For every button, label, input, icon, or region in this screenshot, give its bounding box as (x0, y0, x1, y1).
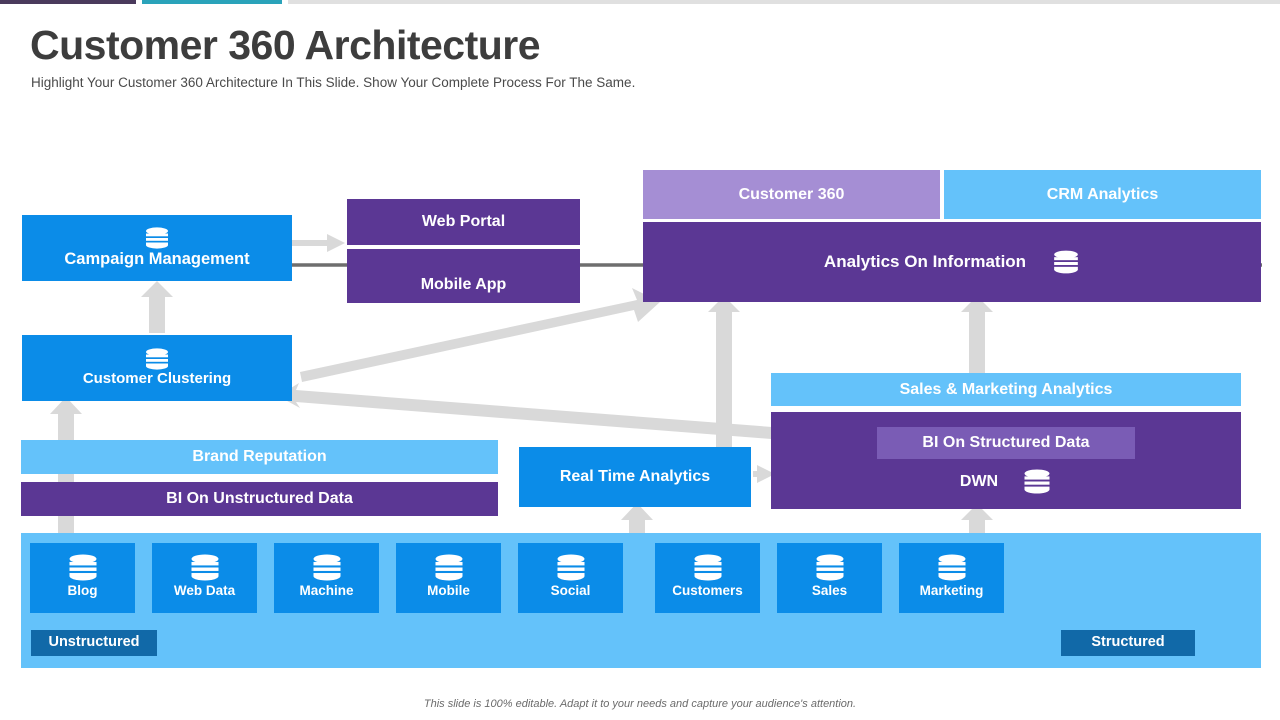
database-icon (555, 554, 587, 581)
node-label: Customer Clustering (82, 370, 232, 388)
database-icon (144, 348, 170, 370)
page-title: Customer 360 Architecture (30, 22, 541, 68)
node-mobile-app[interactable]: Mobile App (347, 249, 580, 303)
node-label: Web Portal (421, 213, 506, 231)
node-label: Customer 360 (738, 185, 845, 203)
source-tile-social[interactable]: Social (518, 543, 623, 613)
accent-bar-purple (0, 0, 136, 4)
node-label: Real Time Analytics (559, 468, 711, 486)
source-label: Marketing (919, 583, 984, 598)
arrow-bi-to-clustering (278, 383, 772, 439)
node-bi-on-unstructured-data[interactable]: BI On Unstructured Data (21, 482, 498, 516)
node-analytics-on-information[interactable]: Analytics On Information (643, 222, 1261, 302)
source-tile-blog[interactable]: Blog (30, 543, 135, 613)
node-dwn-panel[interactable]: BI On Structured Data DWN (771, 412, 1241, 509)
database-icon (67, 554, 99, 581)
page-subtitle: Highlight Your Customer 360 Architecture… (31, 75, 636, 90)
badge-unstructured: Unstructured (31, 630, 157, 656)
node-customer-360[interactable]: Customer 360 (643, 170, 940, 219)
arrow-salesmarketing-to-analytics (961, 296, 993, 375)
database-icon (1052, 250, 1080, 274)
node-label: Campaign Management (64, 250, 250, 269)
source-tile-web-data[interactable]: Web Data (152, 543, 257, 613)
accent-bar-teal (142, 0, 282, 4)
node-label: Mobile App (420, 276, 507, 294)
node-real-time-analytics[interactable]: Real Time Analytics (519, 447, 751, 507)
source-label: Social (550, 583, 591, 598)
node-label: DWN (959, 472, 999, 490)
database-icon (1022, 469, 1052, 494)
source-label: Blog (67, 583, 98, 598)
node-bi-on-structured-data[interactable]: BI On Structured Data (877, 427, 1135, 459)
database-icon (814, 554, 846, 581)
footer-note: This slide is 100% editable. Adapt it to… (423, 698, 857, 710)
source-label: Mobile (427, 583, 470, 598)
source-tile-mobile[interactable]: Mobile (396, 543, 501, 613)
source-label: Machine (299, 583, 354, 598)
badge-label: Structured (1091, 634, 1165, 651)
database-icon (692, 554, 724, 581)
source-tile-machine[interactable]: Machine (274, 543, 379, 613)
node-web-portal[interactable]: Web Portal (347, 199, 580, 245)
node-sales-marketing-analytics[interactable]: Sales & Marketing Analytics (771, 373, 1241, 406)
source-label: Sales (811, 583, 848, 598)
database-icon (311, 554, 343, 581)
node-customer-clustering[interactable]: Customer Clustering (22, 335, 292, 401)
node-brand-reputation[interactable]: Brand Reputation (21, 440, 498, 474)
database-icon (189, 554, 221, 581)
source-label: Customers (672, 583, 743, 598)
top-accent-bars (0, 0, 1280, 5)
node-crm-analytics[interactable]: CRM Analytics (944, 170, 1261, 219)
node-label: Analytics On Information (823, 251, 1027, 271)
node-campaign-management[interactable]: Campaign Management (22, 215, 292, 281)
node-label: BI On Unstructured Data (166, 490, 353, 508)
database-icon (936, 554, 968, 581)
node-label: CRM Analytics (1046, 185, 1159, 203)
arrow-realtime-to-analytics (708, 296, 740, 447)
arrow-campaign-to-webportal (292, 234, 345, 252)
source-tile-sales[interactable]: Sales (777, 543, 882, 613)
arrow-clustering-to-campaign (141, 281, 173, 333)
source-tile-marketing[interactable]: Marketing (899, 543, 1004, 613)
source-tile-customers[interactable]: Customers (655, 543, 760, 613)
node-label: BI On Structured Data (922, 434, 1090, 452)
source-label: Web Data (173, 583, 236, 598)
badge-label: Unstructured (48, 634, 140, 651)
dwn-row: DWN (960, 469, 1052, 494)
badge-structured: Structured (1061, 630, 1195, 656)
database-icon (144, 227, 170, 250)
database-icon (433, 554, 465, 581)
accent-bar-gray (288, 0, 1280, 4)
node-label: Brand Reputation (192, 448, 327, 466)
node-label: Sales & Marketing Analytics (899, 380, 1113, 398)
